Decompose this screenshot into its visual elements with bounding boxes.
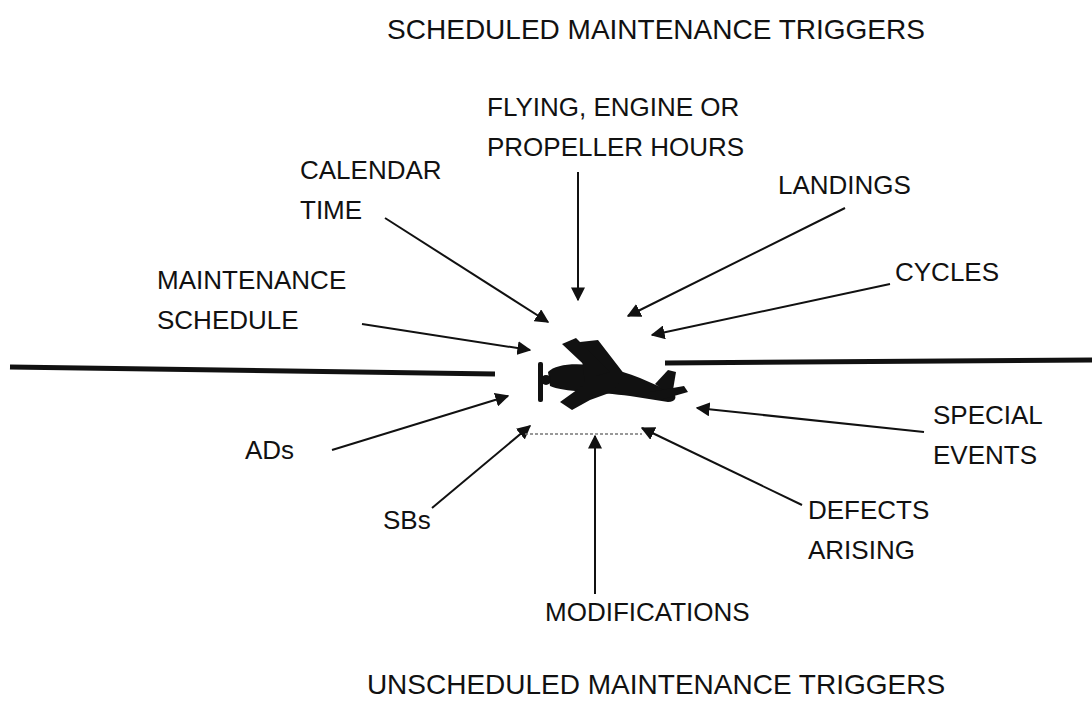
- leader-arrows: [332, 172, 924, 594]
- trigger-label: ADs: [245, 430, 294, 470]
- trigger-label: SPECIAL EVENTS: [933, 395, 1083, 475]
- trigger-label: FLYING, ENGINE OR PROPELLER HOURS: [487, 87, 817, 167]
- trigger-label: CALENDAR TIME: [300, 150, 470, 230]
- trigger-label: MODIFICATIONS: [545, 592, 750, 632]
- horizon-line: [665, 360, 1092, 363]
- trigger-label: CYCLES: [895, 252, 999, 292]
- trigger-label: SBs: [383, 500, 431, 540]
- trigger-label: LANDINGS: [778, 165, 911, 205]
- bracket-line: [525, 433, 642, 435]
- diagram-caption: UNSCHEDULED MAINTENANCE TRIGGERS: [110, 665, 1092, 705]
- horizon-line: [10, 367, 495, 374]
- diagram-title: SCHEDULED MAINTENANCE TRIGGERS: [110, 10, 1092, 50]
- trigger-label: DEFECTS ARISING: [808, 490, 978, 570]
- aircraft-silhouette: [538, 338, 688, 410]
- trigger-label: MAINTENANCE SCHEDULE: [157, 260, 397, 340]
